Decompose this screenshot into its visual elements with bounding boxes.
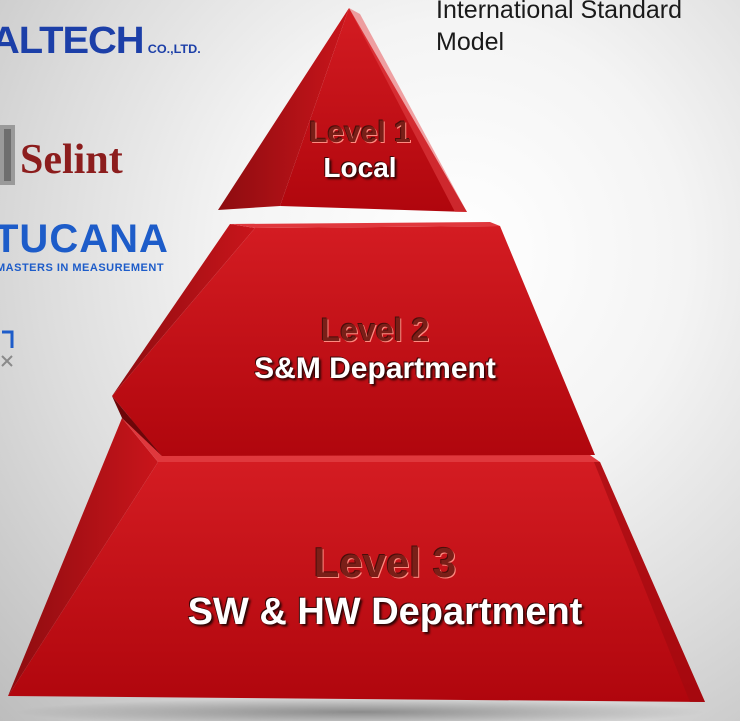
heading-line-1: International Standard [436,0,683,24]
level-1-label: Level 1 Local [270,115,450,185]
level-3-label: Level 3 SW & HW Department [115,538,655,636]
level-2-label: Level 2 S&M Department [195,310,555,388]
level-2-name: S&M Department [254,352,496,385]
tucana-logo: TUCANA [0,217,169,261]
level-3-name: SW & HW Department [187,591,583,633]
partial-logo-icon [1,330,14,367]
selint-logo-mark [0,125,15,185]
altech-logo-suffix: CO.,LTD. [147,42,201,56]
slide-heading: International Standard Model [436,0,740,58]
tucana-tagline: MASTERS IN MEASUREMENT [0,262,165,274]
altech-logo-text: ALTECH [0,20,145,62]
selint-logo: Selint [20,137,123,183]
level-2-number: Level 2 [320,312,430,348]
pyramid-level-2-shape [112,222,595,456]
heading-line-2: Model [436,28,505,56]
level-1-number: Level 1 [309,116,411,149]
pyramid-shadow [15,698,705,721]
pyramid-level-1-shape [218,8,467,212]
level-3-number: Level 3 [313,539,457,586]
level-1-name: Local [323,152,397,183]
